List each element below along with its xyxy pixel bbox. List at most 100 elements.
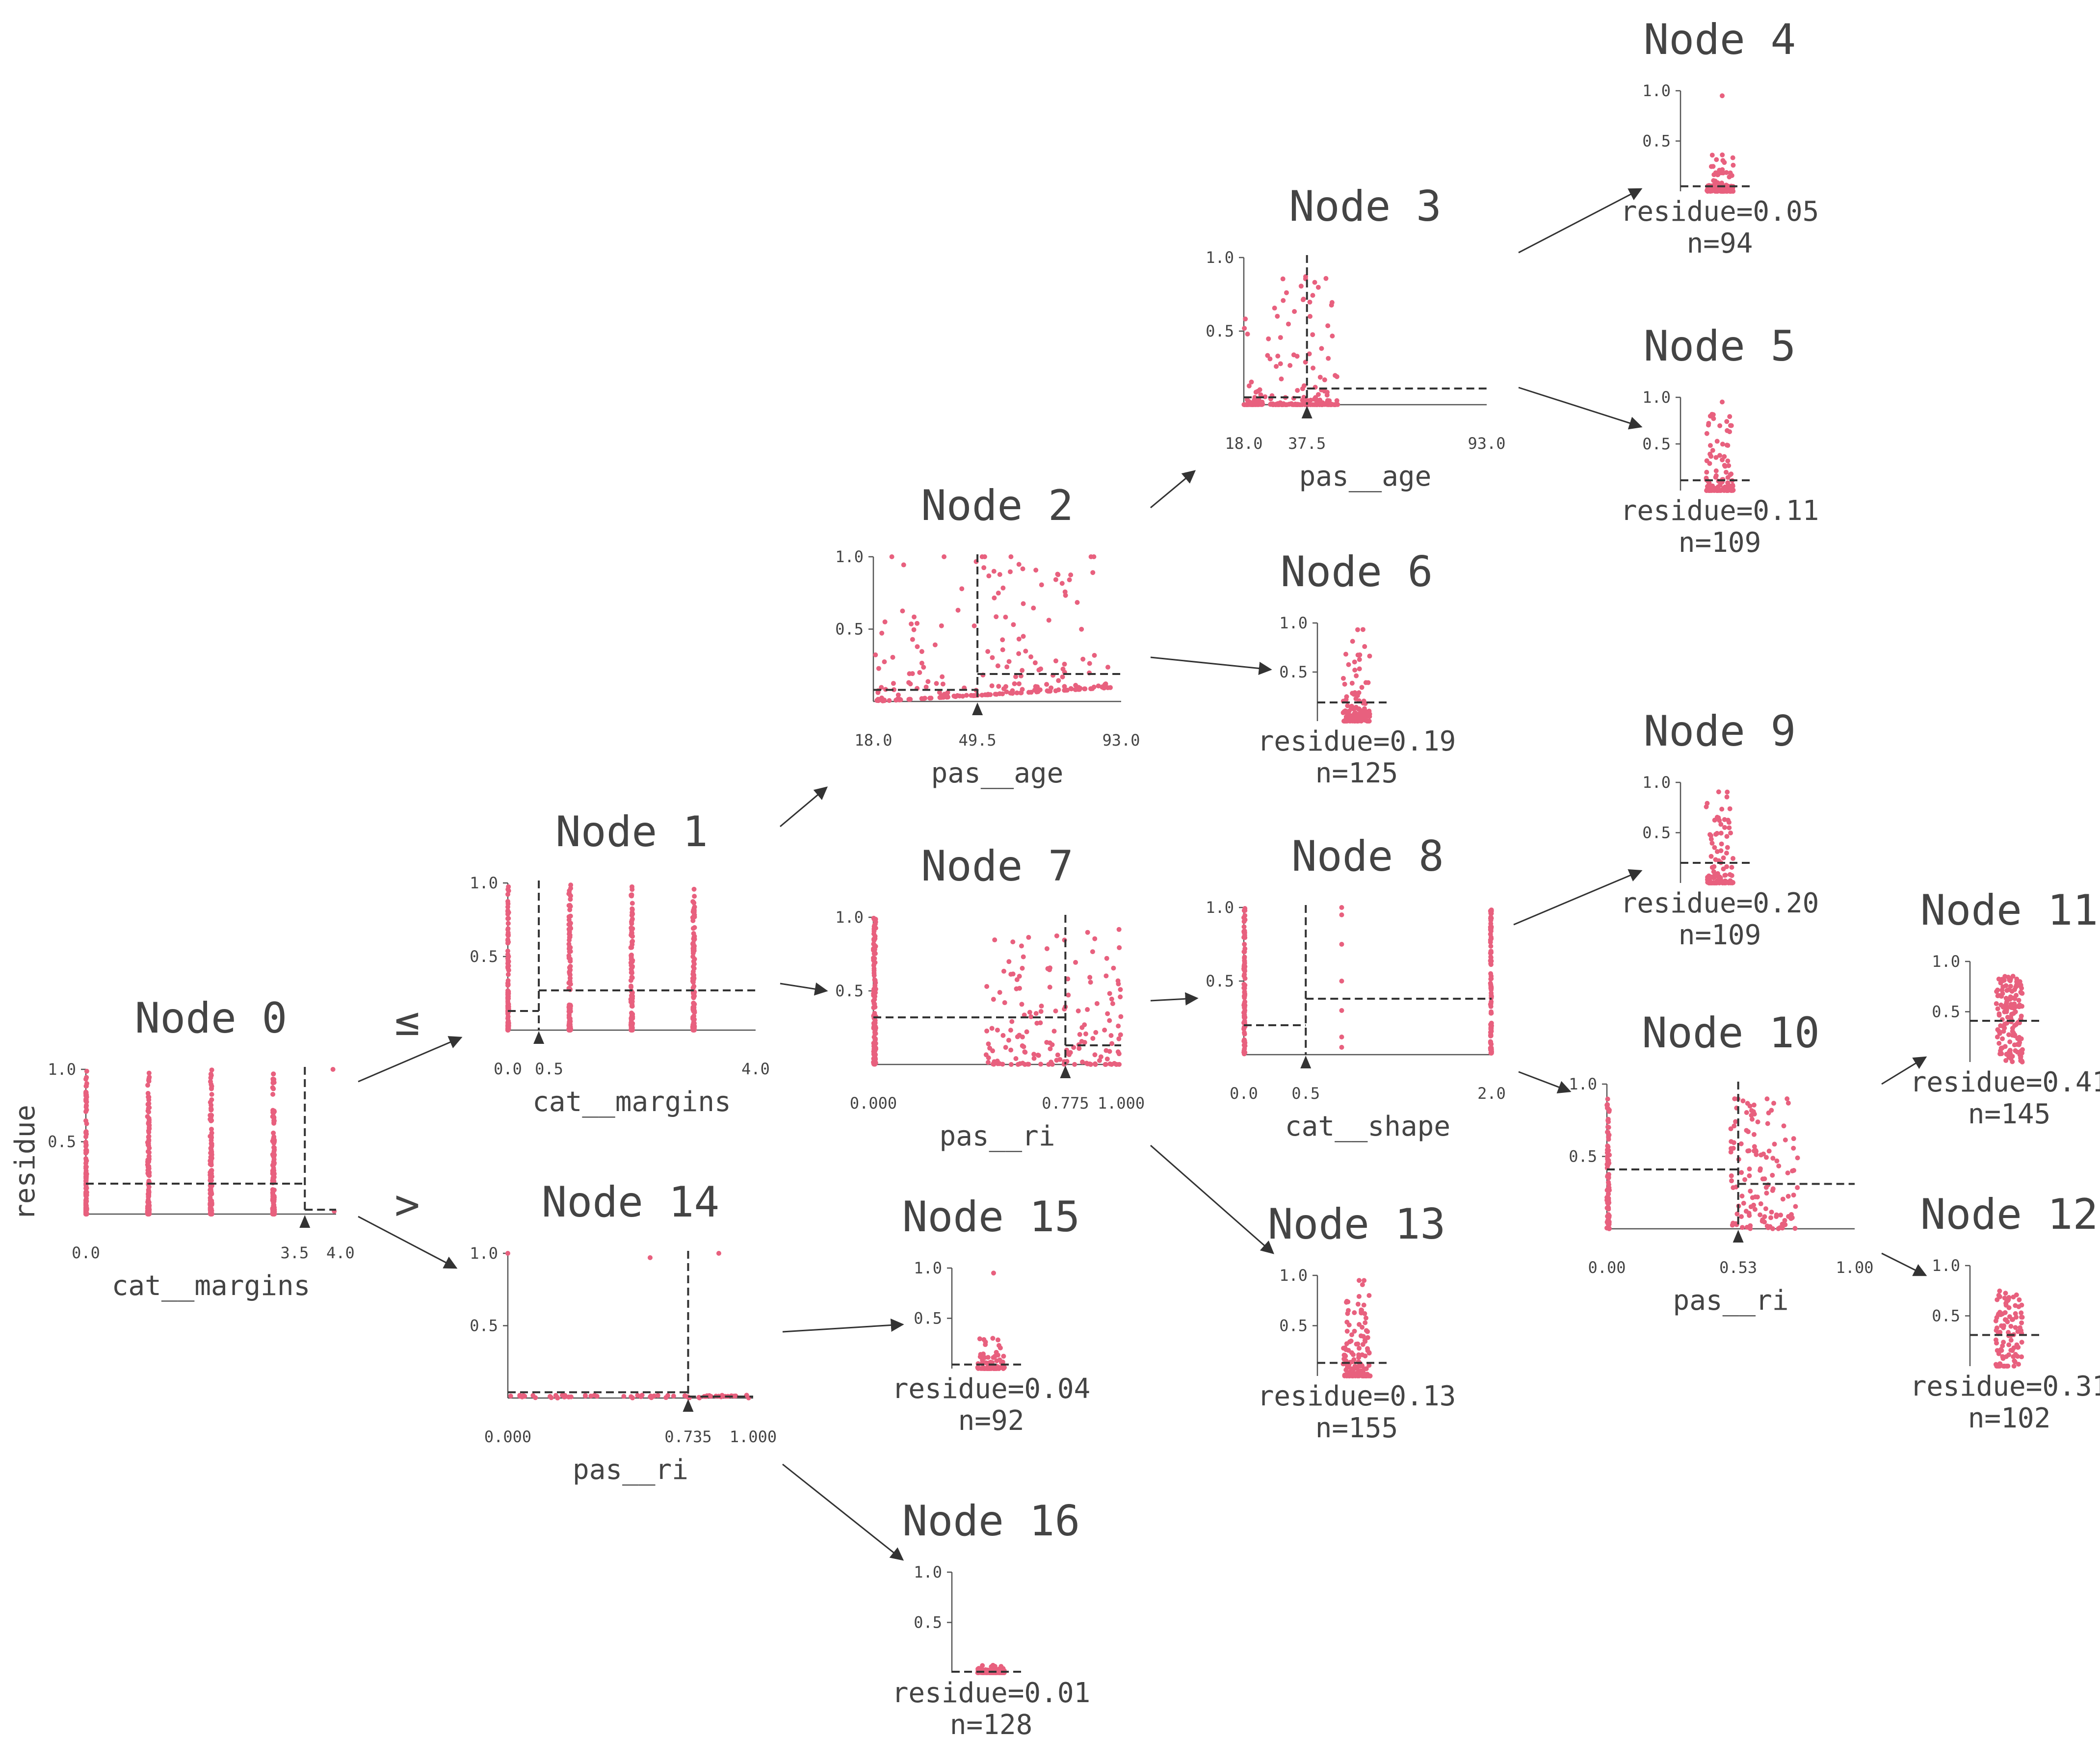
sample-point (505, 921, 511, 926)
sample-point (1242, 954, 1247, 959)
sample-point (891, 681, 896, 686)
sample-point (146, 1156, 152, 1162)
sample-point (1284, 402, 1289, 407)
sample-point (1711, 178, 1716, 183)
sample-point (744, 1393, 749, 1398)
sample-point (1350, 1359, 1355, 1365)
sample-point (1068, 572, 1074, 578)
sample-point (1346, 662, 1351, 667)
sample-point (146, 1134, 151, 1140)
sample-point (1241, 1037, 1247, 1042)
sample-point (1488, 916, 1493, 921)
sample-point (648, 1255, 653, 1260)
sample-point (1728, 830, 1733, 836)
sample-point (940, 674, 945, 679)
sample-point (83, 1200, 88, 1205)
edge-node-8-to-node-10 (1518, 1071, 1572, 1093)
leaf-residue: residue=0.13 (1258, 1380, 1456, 1412)
y-tick-label: 1.0 (1642, 773, 1671, 792)
sample-point (984, 1028, 990, 1034)
y-tick-label: 0.5 (48, 1133, 76, 1151)
sample-point (2006, 1352, 2012, 1357)
sample-point (1366, 718, 1371, 724)
sample-point (1783, 1137, 1788, 1142)
sample-point (2020, 1047, 2025, 1052)
sample-point (996, 684, 1001, 689)
sample-point (83, 1109, 88, 1114)
sample-point (1077, 1032, 1082, 1037)
sample-point (83, 1196, 89, 1201)
sample-point (1367, 653, 1372, 659)
sample-point (934, 681, 939, 686)
sample-point (1785, 1170, 1790, 1176)
sample-point (505, 926, 511, 931)
sample-point (1000, 637, 1005, 643)
sample-point (1791, 1136, 1796, 1141)
sample-point (1792, 1226, 1798, 1231)
node-title: Node 0 (135, 994, 288, 1043)
node-title: Node 4 (1644, 15, 1796, 64)
sample-point (1000, 585, 1006, 591)
sample-point (1724, 834, 1730, 839)
sample-point (919, 649, 924, 654)
y-tick-label: 1.0 (1279, 1266, 1308, 1285)
sample-point (919, 660, 924, 666)
sample-point (1785, 1096, 1790, 1102)
sample-point (1331, 402, 1337, 407)
sample-point (1333, 373, 1338, 378)
y-tick-label: 0.5 (1642, 132, 1671, 151)
sample-point (1118, 1032, 1123, 1037)
sample-point (84, 1075, 89, 1080)
sample-point (1716, 815, 1721, 821)
sample-point (1054, 1058, 1059, 1063)
y-tick-label: 0.5 (835, 982, 864, 1000)
node-title: Node 8 (1291, 832, 1444, 881)
sample-point (1785, 1193, 1791, 1199)
sample-point (2020, 1315, 2025, 1320)
sample-point (1346, 1322, 1352, 1328)
sample-point (567, 972, 573, 978)
sample-point (568, 949, 573, 954)
sample-point (272, 1209, 277, 1214)
edge-node-1-to-node-2 (780, 786, 828, 828)
split-marker-icon (682, 1399, 694, 1412)
node-title: Node 3 (1289, 182, 1442, 231)
sample-point (1093, 1030, 1099, 1035)
sample-point (1764, 1155, 1769, 1160)
sample-point (1008, 1062, 1014, 1067)
node-title: Node 6 (1281, 547, 1433, 596)
sample-point (567, 1021, 572, 1027)
sample-point (1344, 694, 1349, 700)
sample-point (208, 1145, 213, 1151)
sample-point (1998, 1347, 2004, 1352)
sample-point (1342, 681, 1347, 687)
sample-point (873, 986, 878, 992)
sample-point (2018, 1058, 2023, 1063)
sample-point (1032, 660, 1038, 666)
sample-point (630, 964, 635, 969)
sample-point (882, 619, 888, 624)
sample-point (83, 1140, 88, 1146)
sample-point (1035, 684, 1040, 690)
edge-node-14-to-node-16 (782, 1463, 904, 1561)
sample-point (1021, 634, 1026, 639)
sample-point (270, 1114, 276, 1119)
sample-point (1745, 1101, 1750, 1106)
sample-point (1006, 1037, 1011, 1043)
sample-point (1361, 1302, 1366, 1308)
sample-point (145, 1165, 151, 1170)
sample-point (270, 1091, 276, 1097)
sample-point (964, 693, 969, 698)
sample-point (1298, 402, 1303, 407)
sample-point (1722, 463, 1727, 468)
sample-point (2007, 1314, 2012, 1320)
y-tick-label: 1.0 (1932, 952, 1960, 971)
y-tick-label: 1.0 (914, 1259, 942, 1277)
sample-point (1307, 351, 1312, 357)
sample-point (2011, 995, 2016, 1001)
sample-point (2017, 1297, 2022, 1302)
sample-point (1605, 1096, 1610, 1102)
x-axis-label: pas__age (1299, 461, 1432, 492)
